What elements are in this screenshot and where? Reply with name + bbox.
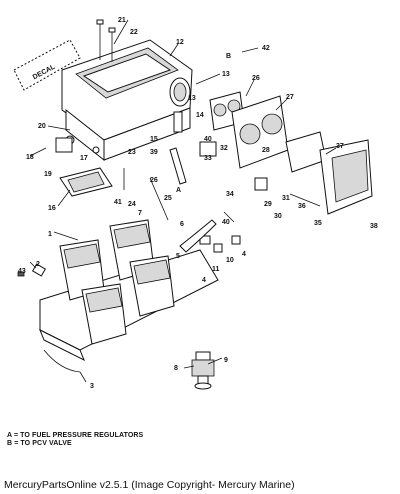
callout-37: 37 [336,143,344,150]
leader-lines [29,19,337,383]
exploded-parts-diagram: DECAL [13,17,378,390]
callout-4: 4 [242,251,246,258]
callout-29: 29 [264,201,272,208]
callout-24: 24 [128,201,136,208]
callout-18: 18 [26,154,34,161]
callout-43: 43 [18,268,26,275]
callout-20: 20 [38,123,46,130]
callout-13b: 13 [188,95,196,102]
callout-22: 22 [130,29,138,36]
callout-21: 21 [118,17,126,24]
copyright-footer: MercuryPartsOnline v2.5.1 (Image Copyrig… [4,479,295,491]
throttle-body-parts [209,91,373,215]
callout-16: 16 [48,205,56,212]
callout-40b: 40 [222,219,230,226]
callout-41: 41 [114,199,122,206]
callout-6: 6 [180,221,184,228]
callout-25: 25 [164,195,172,202]
callout-17: 17 [80,155,88,162]
lower-intake-manifold [39,219,219,373]
callout-14: 14 [196,112,204,119]
callout-39: 39 [150,149,158,156]
marker-b: B [226,53,231,60]
callout-36: 36 [298,203,306,210]
callout-8: 8 [174,365,178,372]
callout-40: 40 [204,136,212,143]
plenum-bolts [96,19,116,62]
callout-31: 31 [282,195,290,202]
callout-35: 35 [314,220,322,227]
callout-23: 23 [128,149,136,156]
callout-28: 28 [262,147,270,154]
callout-19: 19 [44,171,52,178]
legend-b: B = TO PCV VALVE [7,440,72,447]
callout-33: 33 [204,155,212,162]
callout-38: 38 [370,223,378,230]
callout-4b: 4 [202,277,206,284]
callout-5: 5 [176,253,180,260]
callout-26b: 26 [150,177,158,184]
callout-15: 15 [150,136,158,143]
callout-7: 7 [138,210,142,217]
legend-a: A = TO FUEL PRESSURE REGULATORS [7,432,144,439]
marker-a: A [176,187,181,194]
callout-9: 9 [224,357,228,364]
callout-34: 34 [226,191,234,198]
callout-32: 32 [220,145,228,152]
callout-1: 1 [48,231,52,238]
callout-10: 10 [226,257,234,264]
callout-12: 12 [176,39,184,46]
callout-42: 42 [262,45,270,52]
plenum-housing [61,39,193,162]
callout-13: 13 [222,71,230,78]
callout-2: 2 [36,261,40,268]
callout-11: 11 [212,266,220,273]
callout-30: 30 [274,213,282,220]
fuel-injector [191,351,215,390]
callout-3: 3 [90,383,94,390]
callout-27: 27 [286,94,294,101]
callout-numbers: 1 2 3 4 4 5 6 7 8 9 10 11 12 13 13 14 15… [18,17,378,390]
callout-26: 26 [252,75,260,82]
small-fittings [17,111,321,277]
